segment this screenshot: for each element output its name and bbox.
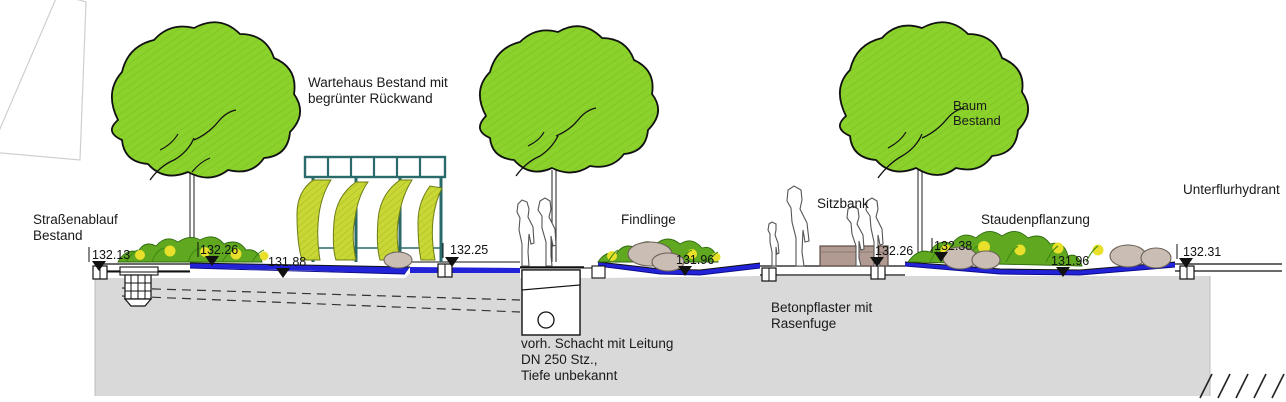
elevation-value: 132.38 (934, 239, 973, 253)
section-boundary-hatching (1199, 373, 1285, 399)
label-staudenpflanzung: Staudenpflanzung (981, 212, 1090, 227)
label-betonpflaster: Betonpflaster mit Rasenfuge (771, 300, 873, 331)
construction-outline-shape (0, 0, 87, 161)
label-unterflurhydrant: Unterflurhydrant (1183, 182, 1280, 197)
label-sitzbank: Sitzbank (817, 196, 869, 211)
tree-crown-3 (839, 21, 1029, 262)
label-strassenablauf: Straßenablauf Bestand (33, 212, 118, 243)
elevation-value: 131.96 (676, 253, 715, 267)
boulders-findlinge (383, 241, 1172, 272)
street-drain-existing (92, 265, 190, 307)
perennial-planting-left (117, 236, 269, 263)
existing-pipe-dashed (121, 287, 521, 313)
label-schacht: vorh. Schacht mit Leitung DN 250 Stz., T… (521, 336, 674, 383)
elevation-value: 131.96 (1051, 254, 1090, 268)
drain-boxes (437, 263, 886, 282)
existing-manhole-shaft (520, 266, 584, 336)
elevation-value: 132.13 (92, 248, 131, 262)
shelter-climbing-plants (296, 179, 443, 261)
label-baum-bestand: Baum Bestand (953, 98, 1001, 128)
elevation-value: 132.26 (200, 243, 239, 257)
elevation-leader-ticks (88, 238, 1178, 262)
elevation-value: 132.31 (1183, 245, 1222, 259)
elevation-value: 132.26 (875, 244, 914, 258)
elevation-value: 131.88 (268, 255, 307, 269)
label-wartehaus: Wartehaus Bestand mit begrünter Rückwand (308, 75, 448, 106)
elevation-markers (92, 252, 1193, 278)
elevation-value: 132.25 (450, 243, 489, 257)
subsoil-body (94, 273, 1211, 396)
people-silhouettes (516, 185, 884, 267)
label-findlinge: Findlinge (621, 212, 676, 227)
tree-crown-1 (111, 21, 301, 262)
underfloor-hydrant (1179, 265, 1195, 280)
